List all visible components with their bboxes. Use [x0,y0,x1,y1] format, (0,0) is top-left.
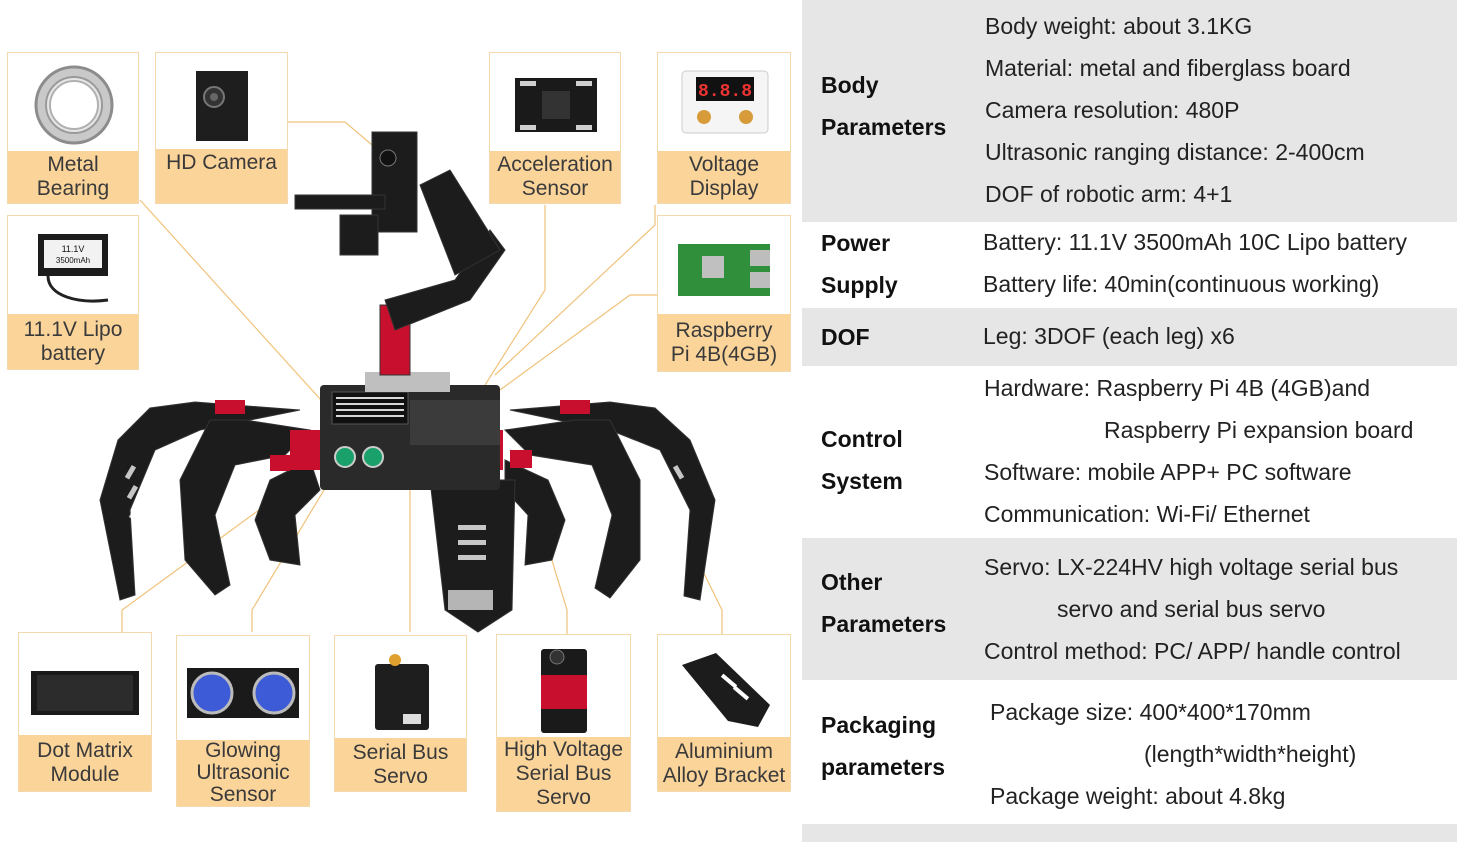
spec-head: Parameters [821,114,947,140]
card-metal-bearing: Metal Bearing [7,52,139,204]
spec-other-parameters: Other Parameters Servo: LX-224HV high vo… [802,538,1457,680]
leg-slots [124,464,685,610]
spec-line: Raspberry Pi expansion board [1104,417,1414,443]
spec-head: Power [821,230,891,256]
high-voltage-servo-image [497,635,630,739]
spec-line: Battery: 11.1V 3500mAh 10C Lipo battery [983,229,1408,255]
spec-head: parameters [821,754,946,780]
spec-power-supply: Power Supply Battery: 11.1V 3500mAh 10C … [802,222,1457,308]
label-voltage-display: Voltage Display [658,151,790,203]
spec-control-system: Control System Hardware: Raspberry Pi 4B… [802,366,1457,538]
bracket-icon [682,653,770,727]
spec-head: System [821,468,903,494]
spec-line: Leg: 3DOF (each leg) x6 [983,323,1235,349]
card-high-voltage-servo: High Voltage Serial Bus Servo [496,634,631,812]
servo-image [335,636,466,740]
card-lipo-battery: 11.1V 3500mAh 11.1V Lipo battery [7,215,139,370]
dot-matrix-image [19,633,151,737]
label-acceleration-sensor: Acceleration Sensor [490,151,620,203]
battery-sticker-text: 11.1V [62,244,85,254]
spec-bottom-band [802,824,1457,842]
spec-head: Supply [821,272,898,298]
spec-body-parameters: Body Parameters Body weight: about 3.1KG… [802,0,1457,222]
spec-line: (length*width*height) [1144,741,1357,767]
label-hd-camera: HD Camera [156,149,287,203]
spec-line: Body weight: about 3.1KG [985,13,1253,39]
spec-head: Body [821,72,879,98]
accel-sensor-image [490,53,620,153]
label-glowing-ultrasonic: Glowing Ultrasonic Sensor [177,740,309,806]
label-lipo-battery: 11.1V Lipo battery [8,314,138,369]
spec-packaging-parameters: Packaging parameters Package size: 400*4… [802,680,1457,824]
spec-line: Package weight: about 4.8kg [990,783,1286,809]
battery-sticker-capacity: 3500mAh [56,256,90,265]
label-raspberry-pi: Raspberry Pi 4B(4GB) [658,314,790,371]
raspberry-pi-image [658,216,790,316]
voltage-digits: 8.8.8 [698,82,752,102]
spec-line: Battery life: 40min(continuous working) [983,271,1380,297]
spec-line: Software: mobile APP+ PC software [984,459,1352,485]
bracket-image [658,635,790,739]
leg-servos [215,400,590,471]
card-aluminium-bracket: Aluminium Alloy Bracket [657,634,791,792]
bearing-image [8,53,138,153]
spec-line: Ultrasonic ranging distance: 2-400cm [985,139,1365,165]
voltage-display-image: 8.8.8 [658,53,790,153]
robot-legs [99,401,716,633]
camera-image [156,53,287,153]
card-voltage-display: 8.8.8 Voltage Display [657,52,791,204]
servo-icon [375,664,429,730]
card-hd-camera: HD Camera [155,52,288,204]
spec-line: servo and serial bus servo [1057,596,1326,622]
label-metal-bearing: Metal Bearing [8,151,138,203]
spec-head: DOF [821,324,870,350]
robotic-arm [294,131,506,376]
spec-line: DOF of robotic arm: 4+1 [985,181,1233,207]
card-dot-matrix: Dot Matrix Module [18,632,152,792]
spec-line: Servo: LX-224HV high voltage serial bus [984,554,1399,580]
label-high-voltage-servo: High Voltage Serial Bus Servo [497,737,630,811]
spec-line: Control method: PC/ APP/ handle control [984,638,1401,664]
spec-head: Parameters [821,611,947,637]
label-aluminium-bracket: Aluminium Alloy Bracket [658,737,790,791]
card-glowing-ultrasonic: Glowing Ultrasonic Sensor [176,635,310,807]
spec-line: Package size: 400*400*170mm [990,699,1311,725]
spec-line: Material: metal and fiberglass board [985,55,1351,81]
robot-body [320,372,500,490]
spec-head: Other [821,569,883,595]
label-dot-matrix: Dot Matrix Module [19,735,151,791]
card-raspberry-pi: Raspberry Pi 4B(4GB) [657,215,791,372]
camera-icon [196,71,248,141]
card-serial-bus-servo: Serial Bus Servo [334,635,467,792]
spec-head: Packaging [821,712,937,738]
spec-line: Camera resolution: 480P [985,97,1240,123]
label-serial-bus-servo: Serial Bus Servo [335,738,466,791]
spec-dof: DOF Leg: 3DOF (each leg) x6 [802,308,1457,366]
card-acceleration-sensor: Acceleration Sensor [489,52,621,204]
battery-image: 11.1V 3500mAh [8,216,138,316]
spec-head: Control [821,426,903,452]
ultrasonic-image [177,636,309,740]
spec-line: Communication: Wi-Fi/ Ethernet [984,501,1310,527]
spec-line: Hardware: Raspberry Pi 4B (4GB)and [984,375,1371,401]
